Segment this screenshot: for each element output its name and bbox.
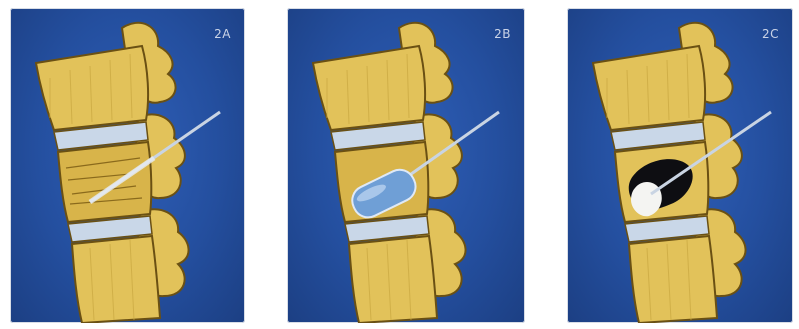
vertebra-lower [349, 236, 437, 323]
spine-illustration-2a [10, 8, 245, 323]
spine-illustration-2b [287, 8, 525, 323]
panel-2a: 2A [10, 8, 245, 323]
vertebra-fractured [58, 142, 151, 222]
vertebra-lower [72, 236, 160, 323]
spine-illustration-2c [567, 8, 793, 323]
panel-2c: 2C [567, 8, 793, 323]
panel-label-2b: 2B [494, 27, 511, 41]
panel-2b: 2B [287, 8, 525, 323]
spine-column [36, 23, 189, 323]
panel-label-2a: 2A [214, 27, 231, 41]
panel-label-2c: 2C [762, 27, 779, 41]
vertebra-lower [629, 236, 717, 323]
